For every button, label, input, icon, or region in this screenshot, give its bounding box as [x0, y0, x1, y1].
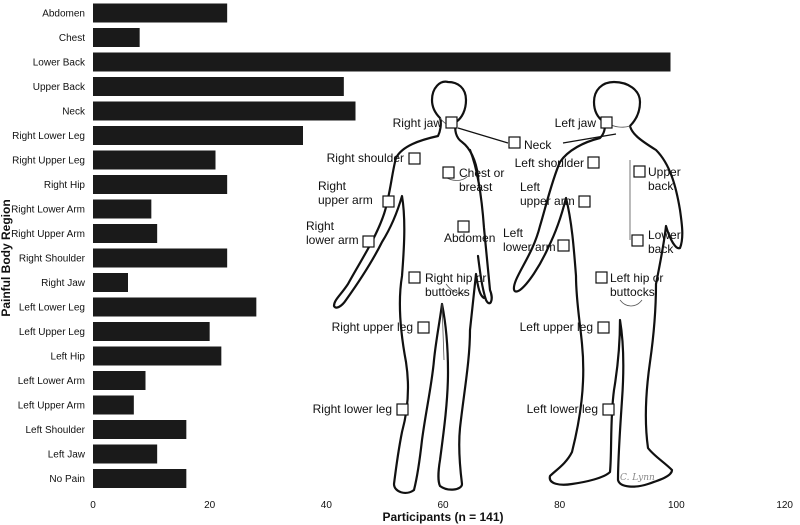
bar-right-lower-leg	[93, 126, 303, 145]
left-lower-leg-label: Left lower leg	[527, 402, 598, 416]
chest-marker[interactable]	[442, 166, 455, 179]
right-jaw-label: Right jaw	[393, 116, 443, 130]
bar-left-upper-leg	[93, 322, 210, 341]
left-lower-leg-marker[interactable]	[602, 403, 615, 416]
left-shoulder-marker[interactable]	[587, 156, 600, 169]
x-axis-title: Participants (n = 141)	[382, 510, 503, 524]
bar-right-lower-arm	[93, 199, 152, 219]
x-tick-label-80: 80	[554, 500, 566, 511]
left-hip-marker[interactable]	[595, 271, 608, 284]
bar-left-lower-arm	[93, 371, 146, 390]
x-tick-label-60: 60	[437, 500, 449, 511]
category-label-left-upper-arm: Left Upper Arm	[18, 401, 85, 412]
left-shoulder-label: Left shoulder	[515, 156, 584, 170]
category-label-right-shoulder: Right Shoulder	[19, 254, 86, 265]
bar-right-upper-arm	[93, 224, 158, 243]
right-upper-arm-marker[interactable]	[382, 195, 395, 208]
category-label-left-lower-arm: Left Lower Arm	[18, 376, 85, 387]
front-right-arm-outline	[468, 148, 493, 305]
bar-left-shoulder	[93, 420, 187, 439]
x-tick-label-20: 20	[204, 500, 216, 511]
right-lower-leg-marker[interactable]	[396, 403, 409, 416]
category-label-left-lower-leg: Left Lower Leg	[19, 303, 85, 314]
neck-label: Neck	[524, 138, 552, 152]
abdomen-marker[interactable]	[457, 220, 470, 233]
category-label-left-upper-leg: Left Upper Leg	[19, 327, 85, 338]
left-jaw-label: Left jaw	[555, 116, 597, 130]
bar-left-upper-arm	[93, 395, 134, 415]
artist-signature: C. Lynn	[620, 473, 655, 483]
x-tick-label-120: 120	[776, 500, 793, 511]
neck-marker[interactable]	[508, 136, 521, 149]
category-label-abdomen: Abdomen	[42, 9, 85, 20]
bar-right-shoulder	[93, 248, 228, 268]
right-hip-marker[interactable]	[408, 271, 421, 284]
category-label-right-lower-arm: Right Lower Arm	[11, 205, 85, 216]
category-label-no-pain: No Pain	[49, 474, 85, 485]
category-label-right-upper-arm: Right Upper Arm	[11, 229, 85, 240]
category-label-right-upper-leg: Right Upper Leg	[12, 156, 85, 167]
left-lower-arm-marker[interactable]	[557, 239, 570, 252]
x-tick-label-0: 0	[90, 500, 96, 511]
bar-right-hip	[93, 175, 228, 194]
right-upper-leg-marker[interactable]	[417, 321, 430, 334]
bar-left-hip	[93, 346, 222, 366]
x-axis-ticks: 0 20 40 60 80 100 120	[90, 500, 793, 511]
bar-lower-back	[93, 52, 671, 72]
category-label-upper-back: Upper Back	[33, 82, 86, 93]
category-label-right-hip: Right Hip	[44, 180, 86, 191]
right-lower-arm-marker[interactable]	[362, 235, 375, 248]
category-label-lower-back: Lower Back	[33, 58, 86, 69]
neck-leader-back	[562, 133, 617, 144]
neck-leader-front	[457, 127, 509, 144]
left-upper-leg-label: Left upper leg	[520, 320, 593, 334]
category-label-right-jaw: Right Jaw	[41, 278, 86, 289]
back-body-figure	[512, 80, 684, 488]
abdomen-label: Abdomen	[444, 231, 495, 245]
category-label-chest: Chest	[59, 33, 85, 44]
right-shoulder-label: Right shoulder	[327, 151, 404, 165]
right-lower-leg-label: Right lower leg	[313, 402, 392, 416]
bar-upper-back	[93, 77, 344, 96]
right-shoulder-marker[interactable]	[408, 152, 421, 165]
bar-left-lower-leg	[93, 297, 257, 317]
x-tick-label-100: 100	[668, 500, 685, 511]
lower-back-marker[interactable]	[631, 234, 644, 247]
category-label-left-jaw: Left Jaw	[48, 450, 86, 461]
category-label-left-hip: Left Hip	[51, 352, 86, 363]
bar-right-jaw	[93, 273, 128, 292]
bar-right-upper-leg	[93, 150, 216, 170]
bar-no-pain	[93, 469, 187, 488]
left-upper-arm-marker[interactable]	[578, 195, 591, 208]
back-body-silhouette	[512, 80, 684, 488]
bar-chest	[93, 28, 140, 47]
bar-neck	[93, 101, 356, 121]
right-upper-leg-label: Right upper leg	[332, 320, 413, 334]
category-label-left-shoulder: Left Shoulder	[26, 425, 86, 436]
bar-abdomen	[93, 3, 228, 23]
left-jaw-marker[interactable]	[600, 116, 613, 129]
bar-left-jaw	[93, 444, 158, 464]
category-label-neck: Neck	[62, 107, 86, 118]
bars-layer	[93, 3, 671, 488]
upper-back-marker[interactable]	[633, 165, 646, 178]
category-label-right-lower-leg: Right Lower Leg	[12, 131, 85, 142]
left-upper-leg-marker[interactable]	[597, 321, 610, 334]
x-tick-label-40: 40	[321, 500, 333, 511]
y-axis-title: Painful Body Region	[0, 199, 13, 316]
right-jaw-marker[interactable]	[445, 116, 458, 129]
